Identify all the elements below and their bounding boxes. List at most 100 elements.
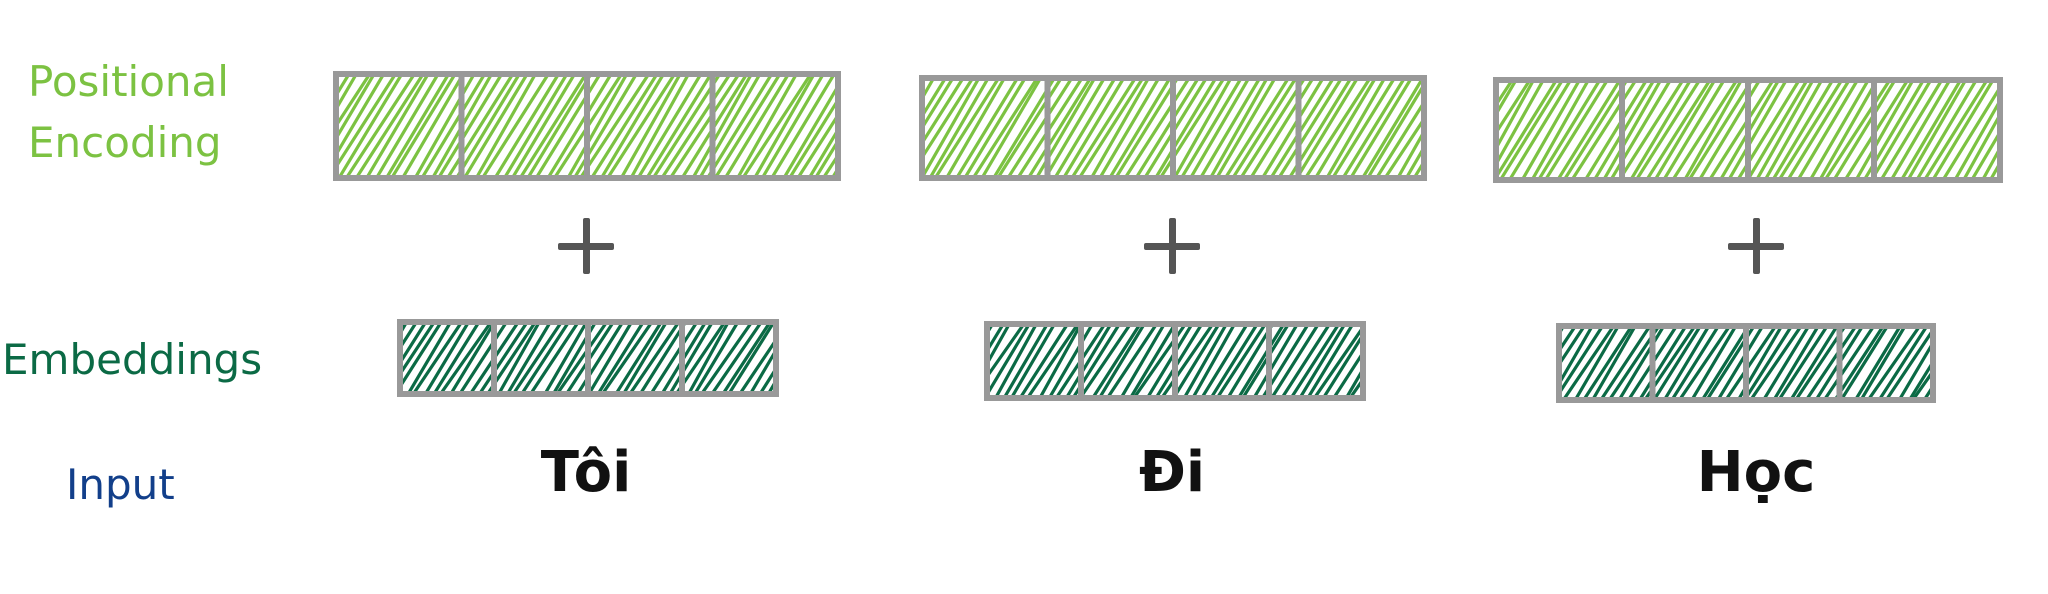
positional-encoding-vector: [1493, 77, 2003, 183]
hatch-stroke: [1498, 82, 1531, 133]
hatch-stroke: [1743, 328, 1792, 398]
hatch-stroke: [652, 76, 721, 176]
vector-cell: [1871, 77, 2003, 183]
hatch-stroke: [1635, 82, 1700, 178]
hatch-stroke: [547, 76, 612, 176]
hatch-stroke: [433, 324, 480, 392]
vector-cell: [1836, 323, 1936, 403]
hatch-stroke: [1106, 326, 1157, 396]
hatch-stroke: [597, 324, 644, 392]
hatch-stroke: [661, 76, 731, 176]
hatch-stroke: [1672, 82, 1738, 178]
hatch-stroke: [761, 76, 824, 176]
hatch-stroke: [1333, 352, 1361, 396]
hatch-stroke: [1345, 369, 1361, 396]
hatch-stroke: [1544, 82, 1608, 178]
hatch-stroke: [1071, 80, 1136, 176]
hatch-stroke: [1180, 80, 1242, 176]
hatch-stroke: [956, 80, 1018, 176]
hatch-stroke: [687, 324, 729, 392]
hatch-stroke: [742, 76, 812, 176]
hatch-stroke: [450, 324, 495, 392]
hatch-stroke: [573, 76, 637, 176]
hatch-stroke: [1227, 326, 1274, 396]
hatch-stroke: [846, 80, 910, 178]
hatch-stroke: [354, 324, 395, 394]
hatch-stroke: [1531, 82, 1589, 178]
hatch-stroke: [772, 389, 774, 392]
hatch-stroke: [785, 324, 829, 394]
hatch-stroke: [1498, 82, 1557, 178]
hatch-stroke: [692, 76, 752, 176]
vector-cell: [709, 71, 841, 181]
hatch-stroke: [620, 76, 681, 176]
hatch-stroke: [1332, 80, 1395, 176]
hatch-stroke: [1805, 328, 1857, 398]
hatch-stroke: [1833, 82, 1896, 178]
hatch-stroke: [669, 76, 740, 176]
hatch-stroke: [1253, 326, 1298, 396]
hatch-stroke: [1880, 82, 1943, 178]
hatch-stroke: [2027, 82, 2048, 180]
embedding-vector: [984, 321, 1366, 401]
hatch-stroke: [1237, 326, 1285, 396]
hatch-stroke: [1778, 82, 1843, 178]
hatch-stroke: [1261, 80, 1324, 176]
hatch-stroke: [1367, 85, 1422, 176]
hatch-stroke: [1981, 148, 1998, 178]
input-label: Input: [66, 460, 175, 509]
hatch-stroke: [1199, 80, 1261, 176]
hatch-stroke: [1360, 395, 1361, 396]
hatch-stroke: [1999, 82, 2048, 180]
hatch-stroke: [814, 141, 836, 176]
hatch-stroke: [1183, 326, 1227, 396]
hatch-stroke: [1717, 328, 1764, 398]
hatch-stroke: [753, 76, 815, 176]
hatch-stroke: [1498, 82, 1513, 105]
hatch-stroke: [940, 326, 983, 398]
hatch-stroke: [1387, 326, 1431, 398]
hatch-stroke: [1908, 362, 1931, 398]
hatch-stroke: [506, 324, 551, 392]
vector-cell: [679, 319, 779, 397]
hatch-stroke: [929, 80, 989, 176]
hatch-stroke: [439, 324, 492, 392]
hatch-stroke: [1618, 82, 1684, 178]
hatch-stroke: [1819, 82, 1878, 178]
hatch-stroke: [1809, 82, 1869, 178]
hatch-stroke: [475, 76, 536, 176]
hatch-stroke: [1678, 328, 1730, 398]
hatch-stroke: [981, 80, 1042, 176]
hatch-stroke: [1146, 326, 1193, 396]
hatch-stroke: [639, 324, 686, 392]
hatch-stroke: [503, 76, 568, 176]
hatch-stroke: [1795, 328, 1846, 398]
hatch-stroke: [736, 76, 797, 176]
hatch-stroke: [1216, 326, 1266, 396]
hatch-stroke: [527, 76, 592, 176]
hatch-stroke: [1750, 328, 1802, 398]
hatch-stroke: [588, 324, 633, 392]
hatch-stroke: [1537, 82, 1601, 178]
hatch-stroke: [1923, 82, 1988, 178]
hatch-stroke: [1173, 80, 1232, 176]
hatch-stroke: [993, 80, 1055, 176]
positional-encoding-label: Positional Encoding: [28, 57, 229, 167]
hatch-stroke: [1867, 328, 1920, 398]
hatch-stroke: [345, 76, 415, 176]
hatch-stroke: [1109, 80, 1171, 176]
positional-encoding-vector: [919, 75, 1427, 181]
hatch-stroke: [494, 76, 559, 176]
hatch-stroke: [1349, 379, 1361, 396]
hatch-stroke: [1498, 82, 1544, 164]
hatch-stroke: [579, 76, 650, 176]
hatch-stroke: [424, 324, 469, 392]
hatch-stroke: [1019, 326, 1068, 396]
hatch-stroke: [343, 324, 385, 394]
hatch-stroke: [1135, 80, 1199, 176]
hatch-stroke: [1296, 80, 1358, 176]
hatch-stroke: [1971, 132, 1998, 178]
hatch-stroke: [1172, 326, 1220, 396]
hatch-stroke: [1790, 328, 1838, 398]
hatch-stroke: [1942, 87, 1998, 178]
